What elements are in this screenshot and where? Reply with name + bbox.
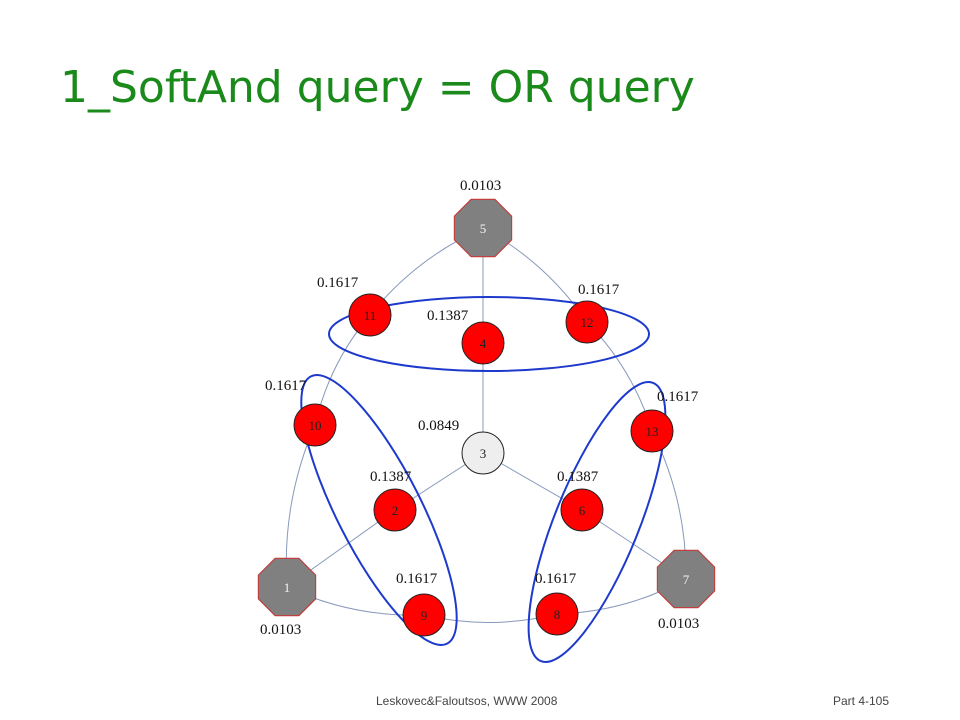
node-8-label: 8 [554, 607, 561, 622]
node-5-label: 5 [480, 221, 487, 236]
node-9: 9 [402, 593, 446, 637]
node-3-circle [461, 431, 505, 475]
node-4-label: 4 [480, 336, 487, 351]
footer-page-number: Part 4-105 [833, 694, 890, 708]
node-12-circle [565, 300, 609, 344]
node-11-circle [348, 293, 392, 337]
cluster-ellipse-right [527, 381, 667, 663]
graph-diagram: 5 11 4 12 10 3 13 2 6 1 9 8 7 0.0103 0.1617 0.1387 0.16… [257, 178, 716, 663]
node-13-label: 13 [646, 424, 659, 439]
node-5-octagon [453, 198, 513, 258]
node-2-circle [373, 488, 417, 532]
nodes-layer: 5 11 4 12 10 3 13 2 6 1 9 8 7 [257, 198, 716, 637]
slide-title: 1_SoftAnd query = OR query [60, 62, 695, 113]
node-2-score: 0.1387 [370, 469, 412, 485]
node-7: 7 [656, 549, 716, 609]
node-6-circle [560, 488, 604, 532]
node-1-label: 1 [284, 580, 291, 595]
scores-layer: 0.0103 0.1617 0.1387 0.1617 0.1617 0.0849 0.16… [260, 178, 699, 638]
node-1: 1 [257, 557, 317, 617]
node-13-score: 0.1617 [657, 389, 699, 405]
node-7-score: 0.0103 [658, 616, 699, 632]
node-11-label: 11 [364, 308, 377, 323]
node-6: 6 [560, 488, 604, 532]
node-3-label: 3 [480, 446, 487, 461]
node-4-circle [461, 321, 505, 365]
node-13-circle [630, 409, 674, 453]
node-10-circle [293, 403, 337, 447]
node-10: 10 [293, 403, 337, 447]
node-10-score: 0.1617 [265, 378, 307, 394]
node-12-label: 12 [581, 315, 594, 330]
node-5: 5 [453, 198, 513, 258]
node-6-score: 0.1387 [557, 469, 599, 485]
node-2: 2 [373, 488, 417, 532]
node-5-score: 0.0103 [460, 178, 501, 194]
node-4: 4 [461, 321, 505, 365]
node-9-score: 0.1617 [396, 571, 438, 587]
node-3: 3 [461, 431, 505, 475]
cluster-ellipse-left [300, 373, 458, 647]
node-7-octagon [656, 549, 716, 609]
footer-citation: Leskovec&Faloutsos, WWW 2008 [376, 694, 558, 708]
node-11: 11 [348, 293, 392, 337]
node-1-octagon [257, 557, 317, 617]
cluster-ellipses [300, 296, 667, 663]
node-8-score: 0.1617 [535, 571, 577, 587]
node-13: 13 [630, 409, 674, 453]
node-8: 8 [535, 592, 579, 636]
node-10-label: 10 [309, 418, 322, 433]
node-11-score: 0.1617 [317, 275, 359, 291]
node-8-circle [535, 592, 579, 636]
node-9-label: 9 [421, 608, 428, 623]
node-2-label: 2 [392, 503, 399, 518]
node-12-score: 0.1617 [578, 282, 620, 298]
cluster-ellipse-top [328, 296, 650, 372]
node-9-circle [402, 593, 446, 637]
node-12: 12 [565, 300, 609, 344]
node-3-score: 0.0849 [418, 418, 459, 434]
node-4-score: 0.1387 [427, 308, 469, 324]
node-7-label: 7 [683, 572, 690, 587]
node-1-score: 0.0103 [260, 622, 301, 638]
node-6-label: 6 [579, 503, 586, 518]
